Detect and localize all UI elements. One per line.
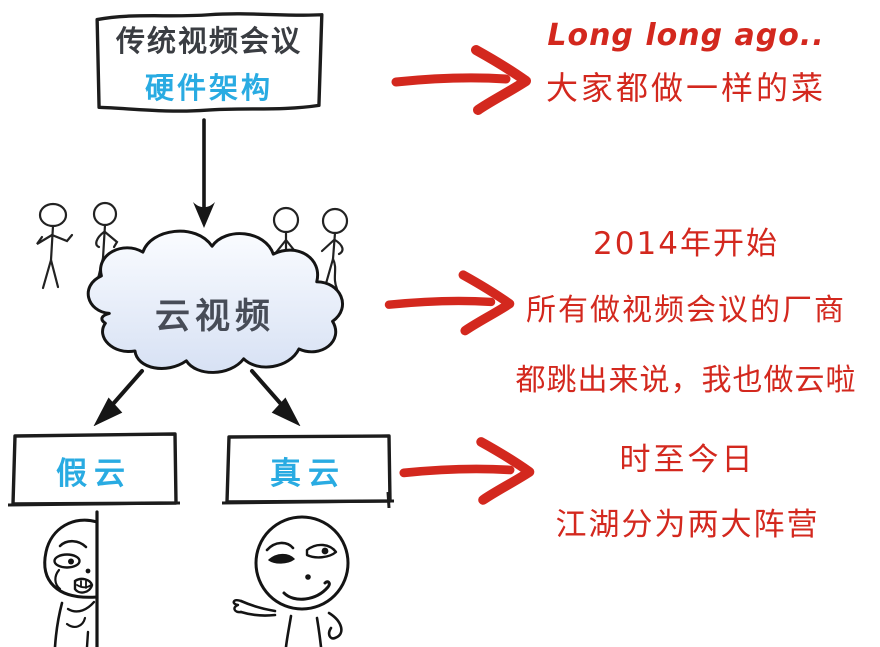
top-box-subtitle: 硬件架构 [144,70,273,105]
annotation-today: 时至今日 江湖分为两大阵营 [500,434,875,544]
annotation-long-ago: Long long ago.. 大家都做一样的菜 [500,18,872,109]
real-cloud-label: 真云 [270,455,346,492]
top-box-border-icon [95,12,324,113]
peeking-meme-face-icon [43,510,99,647]
annotation-line: 所有做视频会议的厂商 [526,293,846,328]
top-box-title: 传统视频会议 [115,23,302,58]
red-arrow-3-icon [399,437,535,505]
real-cloud-box-border-icon [222,434,394,508]
fake-cloud-label: 假云 [56,455,132,492]
annotation-line: 江湖分为两大阵营 [555,507,820,543]
annotation-line: 2014年开始 [593,226,779,262]
branch-arrows-icon [93,369,301,426]
red-arrow-1-icon [391,45,531,115]
fake-cloud-box-border-icon [8,432,180,507]
smirking-meme-face-icon [232,515,350,647]
real-cloud-box: 真云 [222,432,394,508]
cloud-node [52,224,378,388]
down-arrow-icon [193,118,215,228]
annotation-line: 时至今日 [619,442,756,478]
top-box: 传统视频会议 硬件架构 [86,8,332,116]
annotation-line: Long long ago.. [547,18,825,53]
red-arrow-2-icon [384,270,515,336]
annotation-line: 大家都做一样的菜 [545,69,826,107]
fake-cloud-box: 假云 [8,430,180,510]
annotation-line: 都跳出来说，我也做云啦 [515,363,857,398]
annotation-2014: 2014年开始 所有做视频会议的厂商 都跳出来说，我也做云啦 [492,218,880,399]
cloud-label: 云视频 [154,297,275,337]
cloud-icon [86,229,344,374]
